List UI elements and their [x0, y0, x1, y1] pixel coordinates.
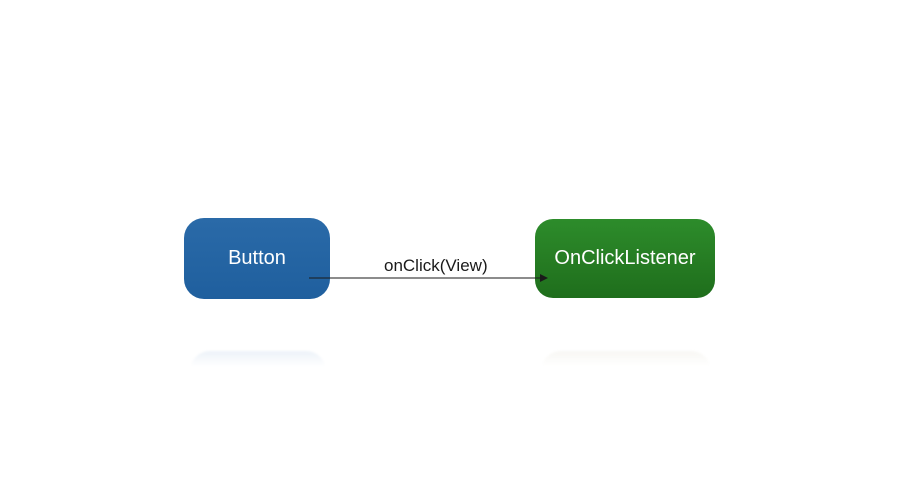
onclicklistener-node-reflection — [541, 351, 711, 373]
edge-label: onClick(View) — [384, 256, 488, 275]
button-node-label: Button — [228, 247, 286, 269]
button-node-reflection — [190, 351, 326, 373]
onclicklistener-node-label: OnClickListener — [554, 247, 696, 269]
onclicklistener-node: OnClickListener — [535, 219, 715, 298]
button-node: Button — [184, 218, 330, 299]
